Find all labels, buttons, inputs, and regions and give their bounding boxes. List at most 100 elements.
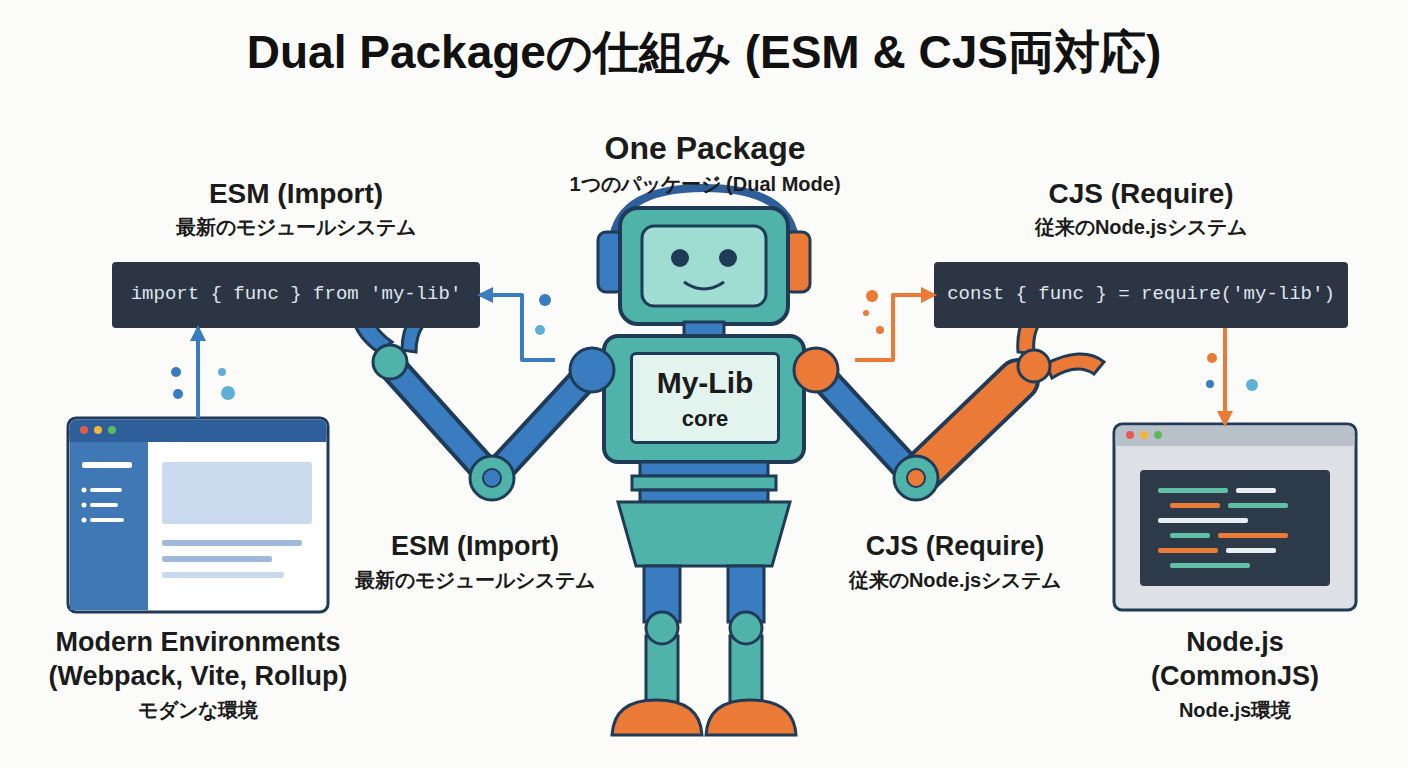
robot-illustration bbox=[706, 700, 796, 735]
robot-illustration bbox=[794, 348, 838, 392]
node-heading: Node.js (CommonJS) bbox=[1128, 626, 1343, 694]
terminal-window bbox=[1114, 424, 1356, 610]
node-subtitle: 従来のNode.jsシステム bbox=[934, 215, 1348, 240]
robot-illustration bbox=[604, 336, 804, 462]
node-heading: Modern Environments (Webpack, Vite, Roll… bbox=[20, 626, 376, 694]
code-box: import { func } from 'my-lib' ESM (Import… bbox=[112, 176, 480, 328]
terminal-window bbox=[1218, 533, 1288, 538]
robot-illustration bbox=[470, 456, 514, 500]
flow-arrow bbox=[1223, 328, 1227, 424]
robot-illustration bbox=[646, 612, 678, 644]
terminal-window bbox=[1170, 533, 1210, 538]
environment-window: Node.js (CommonJS) Node.js環境 bbox=[1100, 424, 1370, 736]
flow-arrow bbox=[480, 295, 555, 360]
node-subtitle: Node.js環境 bbox=[1128, 698, 1343, 723]
robot-illustration bbox=[671, 249, 689, 267]
node-heading: My-Lib bbox=[657, 364, 754, 402]
node-subtitle: core bbox=[682, 405, 728, 433]
browser-window bbox=[68, 418, 328, 612]
terminal-window bbox=[1126, 431, 1134, 439]
decor-dots bbox=[876, 326, 884, 334]
robot-illustration bbox=[612, 700, 702, 735]
node-heading: ESM (Import) bbox=[112, 176, 480, 211]
code-box: const { func } = require('my-lib') CJS (R… bbox=[934, 176, 1348, 328]
terminal-window bbox=[1116, 436, 1355, 446]
robot-illustration bbox=[1046, 354, 1104, 378]
robot-illustration bbox=[684, 282, 724, 289]
terminal-window bbox=[1170, 563, 1250, 568]
browser-window bbox=[70, 442, 148, 610]
robot-illustration bbox=[907, 469, 925, 487]
core-panel: My-Lib core bbox=[630, 352, 780, 444]
terminal-window bbox=[1228, 503, 1288, 508]
code-panel: const { func } = require('my-lib') bbox=[934, 262, 1348, 328]
diagram-title: Dual Packageの仕組み (ESM & CJS両対応) bbox=[0, 24, 1408, 82]
decor-dots bbox=[171, 367, 181, 377]
decor-dots bbox=[863, 310, 869, 316]
flow-arrow bbox=[196, 328, 200, 418]
browser-window bbox=[82, 503, 87, 508]
browser-window bbox=[68, 418, 328, 612]
robot-illustration bbox=[570, 348, 614, 392]
robot-illustration bbox=[646, 636, 678, 702]
terminal-window bbox=[1154, 431, 1162, 439]
browser-window bbox=[70, 420, 327, 442]
browser-window bbox=[162, 572, 284, 578]
browser-window bbox=[82, 462, 132, 468]
decor-dots bbox=[173, 389, 183, 399]
terminal-window bbox=[1114, 424, 1356, 610]
node-heading: One Package bbox=[555, 128, 855, 168]
browser-window bbox=[162, 540, 302, 546]
terminal-window bbox=[1158, 518, 1248, 523]
flow-arrow bbox=[855, 295, 934, 360]
robot-illustration bbox=[373, 345, 407, 379]
robot-illustration bbox=[642, 226, 766, 306]
terminal-window bbox=[1140, 470, 1330, 586]
code-snippet: import { func } from 'my-lib' bbox=[131, 283, 462, 307]
section-label: ESM (Import) bbox=[345, 530, 605, 564]
robot-illustration bbox=[730, 636, 762, 702]
decor-dots bbox=[866, 290, 878, 302]
terminal-window bbox=[1170, 503, 1220, 508]
decor-dots bbox=[1206, 380, 1214, 388]
code-snippet: const { func } = require('my-lib') bbox=[947, 283, 1335, 307]
decor-dots bbox=[1207, 353, 1217, 363]
terminal-window bbox=[1226, 548, 1276, 553]
robot-illustration bbox=[618, 502, 790, 566]
robot-illustration bbox=[894, 456, 938, 500]
terminal-window bbox=[1116, 426, 1355, 446]
browser-window bbox=[108, 426, 116, 434]
environment-window: Modern Environments (Webpack, Vite, Roll… bbox=[20, 418, 376, 736]
code-panel: import { func } from 'my-lib' bbox=[112, 262, 480, 328]
terminal-window bbox=[1158, 488, 1228, 493]
node-subtitle: 最新のモジュールシステム bbox=[112, 215, 480, 240]
decor-dots bbox=[1246, 379, 1258, 391]
browser-window bbox=[82, 488, 87, 493]
browser-window bbox=[80, 426, 88, 434]
browser-window bbox=[82, 518, 87, 523]
browser-window bbox=[90, 518, 124, 522]
robot-illustration bbox=[620, 208, 788, 324]
robot-package: One Package 1つのパッケージ (Dual Mode) My-Lib cor… bbox=[555, 128, 855, 738]
robot-illustration bbox=[632, 476, 776, 490]
terminal-window bbox=[1158, 548, 1218, 553]
robot-illustration bbox=[730, 612, 762, 644]
robot-illustration bbox=[1018, 350, 1050, 382]
decor-dots bbox=[539, 294, 551, 306]
node-subtitle: 1つのパッケージ (Dual Mode) bbox=[555, 172, 855, 197]
robot-illustration bbox=[483, 469, 501, 487]
robot-illustration bbox=[640, 462, 768, 476]
section-caption: 最新のモジュールシステム bbox=[345, 568, 605, 593]
decor-dots bbox=[218, 368, 226, 376]
decor-dots bbox=[535, 325, 545, 335]
node-heading: CJS (Require) bbox=[934, 176, 1348, 211]
browser-window bbox=[162, 556, 272, 562]
robot-illustration bbox=[640, 490, 768, 502]
section-label: CJS (Require) bbox=[820, 530, 1090, 564]
section-caption: 従来のNode.jsシステム bbox=[820, 568, 1090, 593]
robot-illustration bbox=[719, 249, 737, 267]
browser-window bbox=[94, 426, 102, 434]
